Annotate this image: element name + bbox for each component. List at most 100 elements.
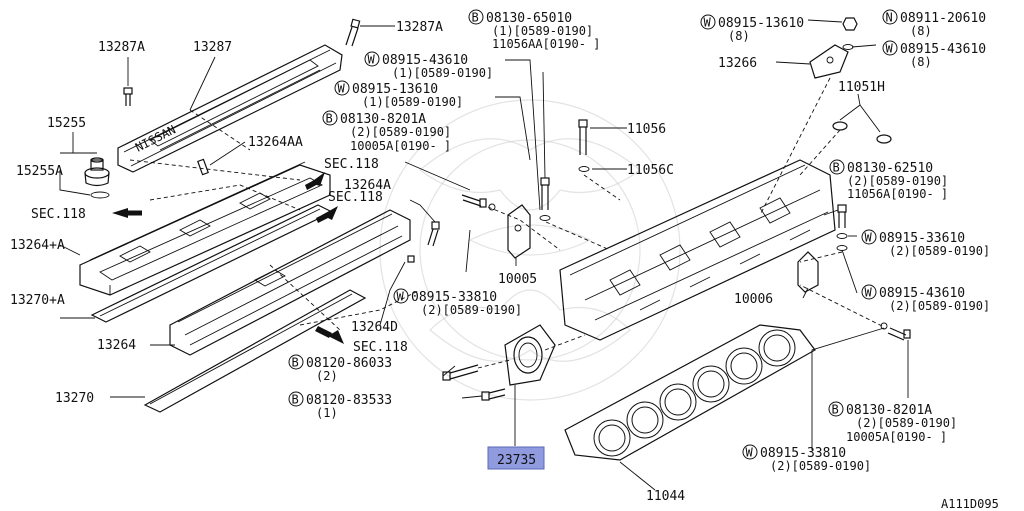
label-08130-8201A-b[interactable]: 08130-8201A [846, 403, 932, 418]
label-08130-8201A-a[interactable]: 08130-8201A [340, 112, 426, 127]
marker-w-08915-33810-a: W [393, 288, 409, 304]
marker-n-08911-20610: N [882, 9, 898, 25]
figure-code: A111D095 [941, 497, 999, 511]
label-08911-20610-qty: (8) [910, 24, 932, 38]
label-08915-33810-b[interactable]: 08915-33810 [760, 446, 846, 461]
sec118-arrow-left [112, 208, 142, 218]
label-13264A-bolt[interactable]: 13264A [344, 178, 391, 193]
part-labels: 13287A 13287A 13287 15255 15255A SEC.118… [10, 11, 999, 511]
label-sec118-b[interactable]: SEC.118 [328, 190, 383, 205]
label-10006[interactable]: 10006 [734, 292, 773, 307]
label-08915-33610[interactable]: 08915-33610 [879, 231, 965, 246]
marker-b-08130-65010: B [468, 9, 484, 25]
label-08915-43610-b[interactable]: 08915-43610 [900, 42, 986, 57]
label-13264[interactable]: 13264 [97, 338, 136, 353]
marker-b-08120-83533: B [288, 391, 304, 407]
label-08120-86033[interactable]: 08120-86033 [306, 356, 392, 371]
cylinder-head [559, 159, 836, 341]
svg-text:B: B [292, 356, 299, 370]
label-13264D[interactable]: 13264D [351, 320, 398, 335]
label-13270[interactable]: 13270 [55, 391, 94, 406]
watermark-emblem [379, 99, 681, 401]
label-13287A-left[interactable]: 13287A [98, 40, 145, 55]
label-13266[interactable]: 13266 [718, 56, 757, 71]
label-15255[interactable]: 15255 [47, 116, 86, 131]
rocker-cover-13264A [79, 158, 331, 296]
label-08915-43610-c[interactable]: 08915-43610 [879, 286, 965, 301]
label-13270A[interactable]: 13270+A [10, 293, 65, 308]
label-08130-65010-qty: (1)[0589-0190] [492, 24, 593, 38]
label-11044[interactable]: 11044 [646, 489, 685, 504]
cover-brand-text: NISSAN [133, 123, 178, 155]
svg-text:B: B [833, 161, 840, 175]
label-11056AA[interactable]: 11056AA[0190- ] [492, 37, 600, 51]
sec118-arrow-a [305, 172, 325, 190]
label-sec118-a[interactable]: SEC.118 [324, 157, 379, 172]
nut-washer-top-right [842, 17, 858, 50]
bolt-08130-8201A-right [880, 322, 911, 341]
label-sec118-c[interactable]: SEC.118 [353, 340, 408, 355]
label-11056A[interactable]: 11056A[0190- ] [847, 187, 948, 201]
bolt-13287A-left [123, 87, 133, 106]
bolt-13264D [407, 255, 415, 263]
svg-text:W: W [886, 42, 894, 56]
svg-text:W: W [704, 16, 712, 30]
label-11056[interactable]: 11056 [627, 122, 666, 137]
bracket-13266 [809, 44, 849, 79]
washer-11056C [578, 166, 590, 172]
label-08915-43610-a[interactable]: 08915-43610 [382, 53, 468, 68]
label-08915-33810-b-qty: (2)[0589-0190] [770, 459, 871, 473]
label-08130-65010[interactable]: 08130-65010 [486, 11, 572, 26]
label-13264A[interactable]: 13264+A [10, 238, 65, 253]
label-08915-33810-a[interactable]: 08915-33810 [411, 290, 497, 305]
gasket-13270 [143, 289, 367, 413]
label-13287[interactable]: 13287 [193, 40, 232, 55]
assembly-dashed-lines [129, 77, 883, 369]
label-08915-13610-b-qty: (8) [728, 29, 750, 43]
label-08911-20610[interactable]: 08911-20610 [900, 11, 986, 26]
marker-b-08120-86033: B [288, 354, 304, 370]
bolt-11056AA [539, 177, 551, 221]
svg-text:W: W [865, 286, 873, 300]
label-08120-83533[interactable]: 08120-83533 [306, 393, 392, 408]
label-sec118-left[interactable]: SEC.118 [31, 207, 86, 222]
leader-lines [59, 19, 909, 491]
bolt-08120-86033 [442, 364, 479, 381]
label-15255A[interactable]: 15255A [16, 164, 63, 179]
marker-w-08915-43610-c: W [861, 284, 877, 300]
label-08130-62510[interactable]: 08130-62510 [847, 161, 933, 176]
label-08915-43610-c-qty: (2)[0589-0190] [889, 299, 990, 313]
marker-w-08915-33810-b: W [742, 444, 758, 460]
label-08915-13610-b[interactable]: 08915-13610 [718, 16, 804, 31]
label-08915-13610-a[interactable]: 08915-13610 [352, 82, 438, 97]
label-08130-8201A-b-qty: (2)[0589-0190] [856, 416, 957, 430]
marker-b-08130-62510: B [829, 159, 845, 175]
svg-text:B: B [472, 11, 479, 25]
plug-11051H [832, 121, 892, 144]
label-11056C[interactable]: 11056C [627, 163, 674, 178]
label-10005A-a[interactable]: 10005A[0190- ] [350, 139, 451, 153]
label-10005[interactable]: 10005 [498, 272, 537, 287]
svg-text:B: B [326, 112, 333, 126]
svg-text:W: W [338, 82, 346, 96]
label-13264AA[interactable]: 13264AA [248, 135, 303, 150]
label-08915-33610-qty: (2)[0589-0190] [889, 244, 990, 258]
svg-text:W: W [368, 53, 376, 67]
label-08915-33810-a-qty: (2)[0589-0190] [421, 303, 522, 317]
label-10005A-b[interactable]: 10005A[0190- ] [846, 430, 947, 444]
svg-text:W: W [397, 290, 405, 304]
ornament-cover-13287: NISSAN [117, 44, 343, 173]
bracket-10006 [797, 251, 819, 293]
marker-w-08915-33610: W [861, 229, 877, 245]
label-23735[interactable]: 23735 [497, 453, 536, 468]
marker-w-08915-13610-a: W [334, 80, 350, 96]
label-08120-83533-qty: (1) [316, 406, 338, 420]
label-11051H[interactable]: 11051H [838, 80, 885, 95]
label-13287A-top[interactable]: 13287A [396, 20, 443, 35]
marker-b-08130-8201A-a: B [322, 110, 338, 126]
part-highlight-box [487, 446, 545, 470]
cap-gasket-15255A [90, 191, 110, 199]
marker-b-08130-8201A-b: B [828, 401, 844, 417]
svg-text:B: B [292, 393, 299, 407]
